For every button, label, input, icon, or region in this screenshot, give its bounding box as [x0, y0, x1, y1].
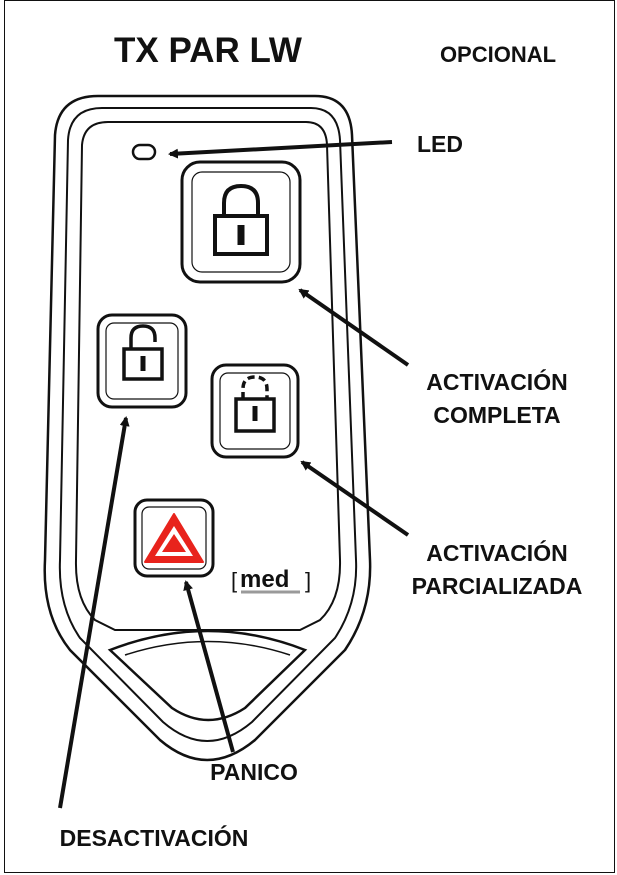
panic-label: PANICO — [210, 759, 298, 785]
full-activation-label-line1: ACTIVACIÓN — [426, 368, 567, 395]
optional-label: OPCIONAL — [440, 42, 556, 67]
brand-bracket-left: [ — [231, 568, 237, 593]
partial-activation-button[interactable] — [210, 363, 300, 459]
keyring-loop — [107, 629, 308, 722]
page-title: TX PAR LW — [114, 31, 302, 70]
partial-activation-label-line2: PARCIALIZADA — [412, 573, 583, 599]
lock-partial-icon — [234, 375, 276, 433]
hazard-triangle-icon — [144, 513, 204, 563]
lock-closed-icon — [213, 183, 269, 256]
brand-name: med — [240, 566, 289, 593]
brand-bracket-right: ] — [305, 568, 311, 593]
arrow-led — [168, 140, 393, 159]
keyring-inner — [124, 640, 291, 656]
partial-activation-label-line1: ACTIVACIÓN — [426, 539, 567, 566]
remote-face — [74, 121, 342, 631]
lock-open-icon — [122, 324, 164, 381]
arrow-full-activation — [298, 288, 410, 367]
arrow-partial-activation — [300, 460, 410, 537]
arrow-deactivation — [58, 416, 130, 809]
deactivation-label: DESACTIVACIÓN — [60, 824, 249, 851]
full-activation-label-line2: COMPLETA — [433, 402, 560, 428]
brand-logo: [ med ] — [231, 566, 311, 594]
deactivation-button[interactable] — [96, 313, 188, 409]
remote-body-inner — [58, 107, 358, 742]
panic-button[interactable] — [133, 498, 215, 578]
led-label: LED — [417, 131, 463, 157]
full-activation-button[interactable] — [180, 160, 302, 284]
led-indicator-icon — [131, 143, 157, 161]
arrow-panic — [183, 580, 235, 753]
